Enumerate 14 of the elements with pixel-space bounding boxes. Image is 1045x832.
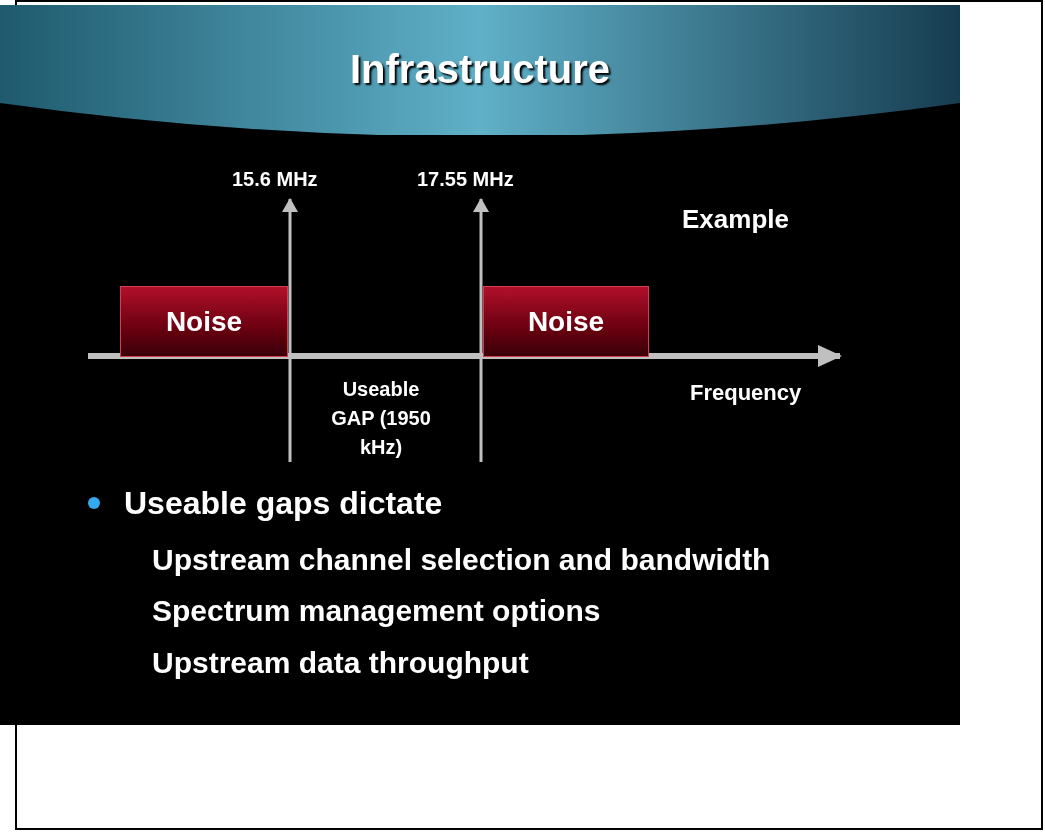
example-label: Example bbox=[682, 204, 789, 235]
frequency-label: 15.6 MHz bbox=[232, 168, 318, 191]
axis-label: Frequency bbox=[690, 380, 802, 406]
slide-title: Infrastructure bbox=[348, 47, 612, 92]
noise-block bbox=[483, 286, 649, 357]
sub-bullet-text: Spectrum management options bbox=[152, 594, 601, 628]
noise-block bbox=[120, 286, 288, 357]
gap-label: Useable GAP (1950 kHz) bbox=[330, 377, 432, 460]
sub-bullet-text: Upstream channel selection and bandwidth bbox=[152, 543, 771, 577]
sub-bullet-text: Upstream data throughput bbox=[152, 646, 529, 680]
bullet-text: Useable gaps dictate bbox=[124, 485, 443, 522]
block-label: Noise bbox=[165, 305, 243, 338]
frequency-label: 17.55 MHz bbox=[417, 168, 514, 191]
block-label: Noise bbox=[527, 305, 605, 338]
